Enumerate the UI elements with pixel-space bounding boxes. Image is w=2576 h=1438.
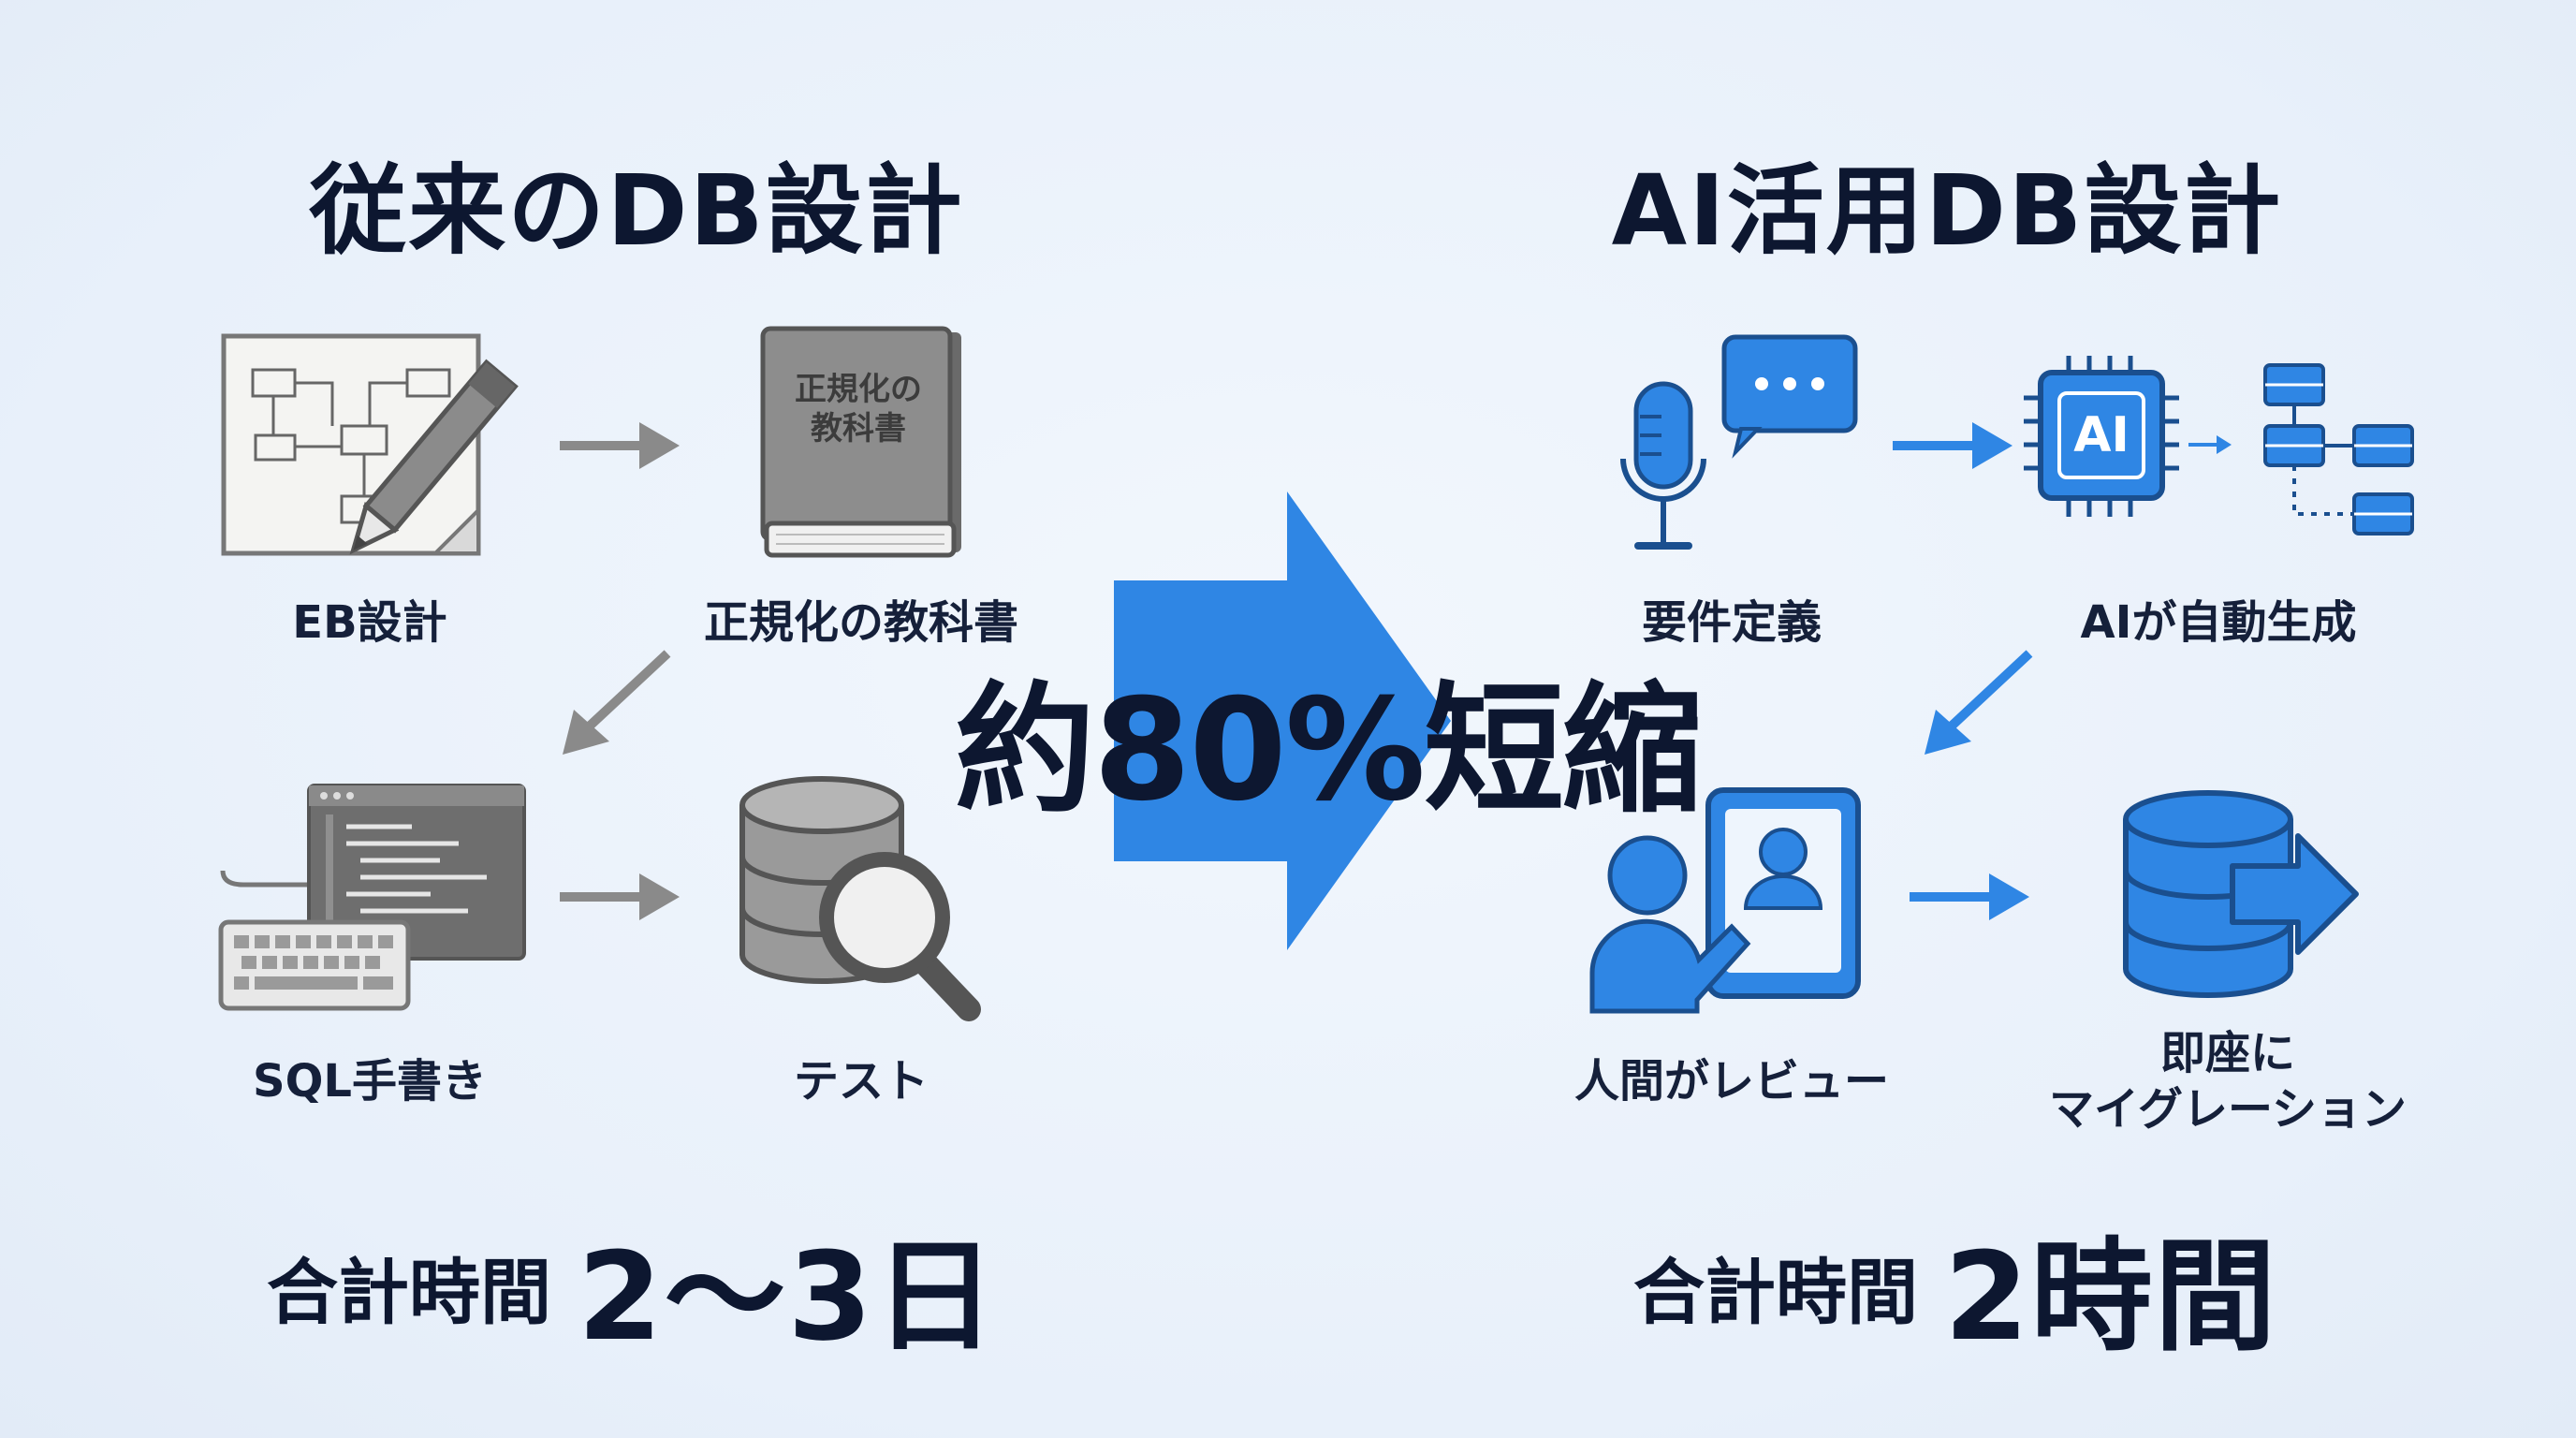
arrow-right-blue-icon-2 — [1910, 873, 2029, 920]
code-editor-keyboard-icon — [218, 784, 526, 1011]
right-step-4-label-line2: マイグレーション — [2048, 1083, 2408, 1136]
person-tablet-review-icon — [1589, 787, 1861, 1014]
textbook-icon: 正規化の 教科書 — [760, 326, 961, 558]
right-total-label: 合計時間 — [1633, 1251, 1918, 1334]
big-right-arrow-icon — [1114, 492, 1451, 950]
left-total-value: 2〜3日 — [578, 1225, 998, 1368]
right-step-4-label-line1: 即座に — [2159, 1027, 2295, 1079]
left-step-3-label: SQL手書き — [253, 1055, 487, 1108]
database-export-icon — [2123, 790, 2359, 998]
arrow-down-left-icon — [563, 650, 671, 755]
left-title: 従来のDB設計 — [309, 154, 964, 268]
chip-text: AI — [2073, 407, 2130, 463]
left-step-4-label: テスト — [793, 1055, 929, 1108]
svg-text:教科書: 教科書 — [811, 410, 906, 448]
right-step-4-label: 即座に マイグレーション — [2003, 1025, 2452, 1137]
arrow-right-icon-2 — [560, 873, 680, 920]
ai-chip-schema-icon: AI — [2024, 356, 2414, 536]
microphone-chat-icon — [1620, 334, 1858, 550]
right-step-3-label: 人間がレビュー — [1573, 1055, 1889, 1108]
arrow-right-icon — [560, 422, 680, 469]
left-step-1-label: EB設計 — [292, 596, 447, 649]
reduction-text: 約80%短縮 — [955, 669, 1703, 832]
right-step-1-label: 要件定義 — [1641, 596, 1822, 649]
arrow-right-blue-icon — [1893, 422, 2012, 469]
database-magnifier-icon — [739, 776, 981, 1021]
right-title: AI活用DB設計 — [1611, 154, 2283, 268]
left-step-2-label: 正規化の教科書 — [703, 596, 1018, 649]
er-diagram-pencil-icon — [221, 333, 519, 556]
right-total-value: 2時間 — [1944, 1225, 2278, 1368]
arrow-down-left-blue-icon — [1925, 650, 2033, 755]
svg-text:正規化の: 正規化の — [795, 371, 922, 408]
right-step-2-label: AIが自動生成 — [2080, 596, 2357, 649]
left-total: 合計時間 2〜3日 — [267, 1198, 998, 1374]
right-total: 合計時間 2時間 — [1633, 1198, 2277, 1374]
left-total-label: 合計時間 — [267, 1251, 551, 1334]
